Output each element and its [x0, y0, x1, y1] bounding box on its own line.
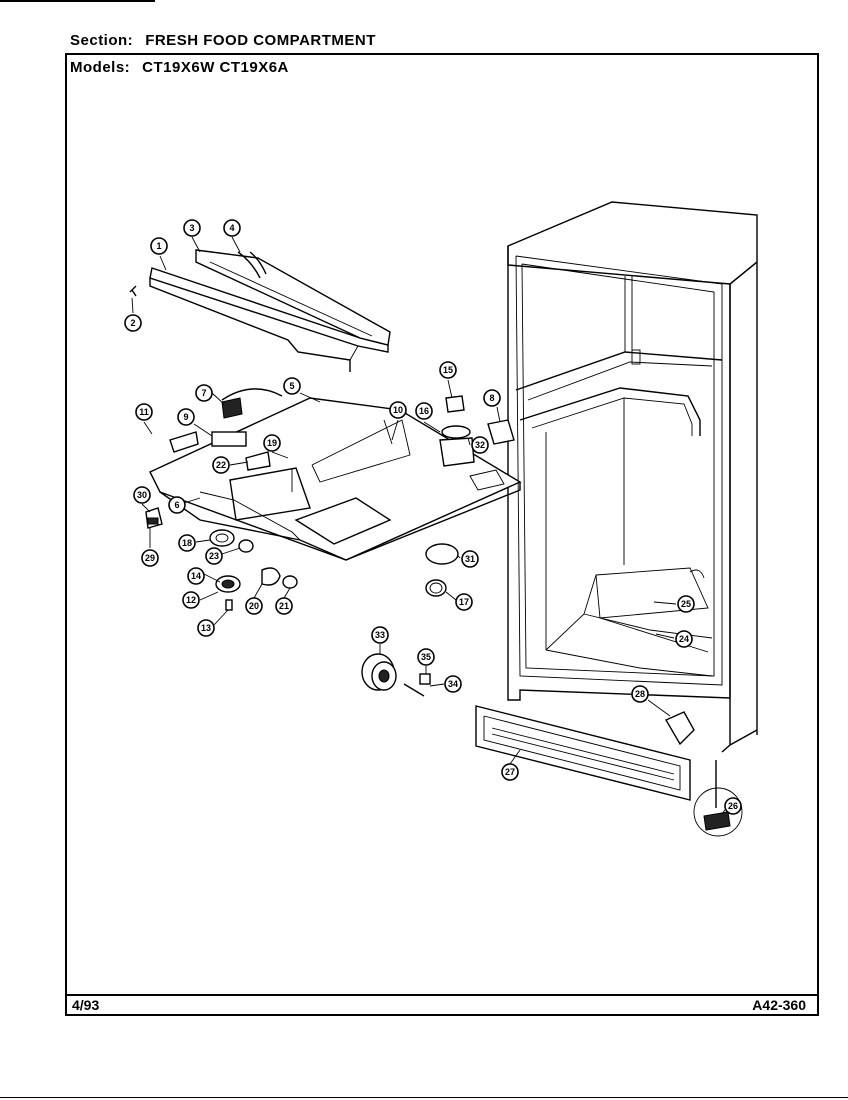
svg-text:6: 6 [174, 500, 179, 510]
callout-19: 19 [263, 434, 281, 452]
callout-16: 16 [415, 402, 433, 420]
callout-24: 24 [675, 630, 693, 648]
svg-text:33: 33 [375, 630, 385, 640]
callout-4: 4 [223, 219, 241, 237]
svg-text:18: 18 [182, 538, 192, 548]
leader-lines [131, 236, 729, 815]
svg-text:16: 16 [419, 406, 429, 416]
svg-text:26: 26 [728, 801, 738, 811]
svg-text:14: 14 [191, 571, 201, 581]
callout-27: 27 [501, 763, 519, 781]
callout-11: 11 [135, 403, 153, 421]
callout-14: 14 [187, 567, 205, 585]
svg-text:27: 27 [505, 767, 515, 777]
callout-20: 20 [245, 597, 263, 615]
callout-1: 1 [150, 237, 168, 255]
svg-text:29: 29 [145, 553, 155, 563]
callout-3: 3 [183, 219, 201, 237]
trim-strip [149, 249, 391, 372]
revision-date: 4/93 [72, 997, 100, 1013]
callout-8: 8 [483, 389, 501, 407]
svg-text:23: 23 [209, 551, 219, 561]
roller-parts [361, 653, 431, 697]
callout-26: 26 [724, 797, 742, 815]
svg-text:4: 4 [229, 223, 234, 233]
svg-text:32: 32 [475, 440, 485, 450]
callout-30: 30 [133, 486, 151, 504]
svg-text:13: 13 [201, 623, 211, 633]
callout-34: 34 [444, 675, 462, 693]
svg-text:2: 2 [130, 318, 135, 328]
callout-6: 6 [168, 496, 186, 514]
svg-text:11: 11 [139, 407, 149, 417]
svg-text:30: 30 [137, 490, 147, 500]
callout-31: 31 [461, 550, 479, 568]
svg-text:10: 10 [393, 405, 403, 415]
svg-text:31: 31 [465, 554, 475, 564]
callout-5: 5 [283, 377, 301, 395]
models-heading: Models: CT19X6W CT19X6A [70, 59, 289, 76]
svg-text:34: 34 [448, 679, 458, 689]
svg-text:35: 35 [421, 652, 431, 662]
svg-text:15: 15 [443, 365, 453, 375]
callout-10: 10 [389, 401, 407, 419]
diagram-frame [65, 53, 819, 1016]
svg-text:24: 24 [679, 634, 689, 644]
svg-text:1: 1 [156, 241, 161, 251]
callout-13: 13 [197, 619, 215, 637]
callout-9: 9 [177, 408, 195, 426]
callout-12: 12 [182, 591, 200, 609]
callout-28: 28 [631, 685, 649, 703]
bottom-rule [0, 1097, 848, 1098]
callout-23: 23 [205, 547, 223, 565]
leveling-leg [665, 711, 743, 837]
ceiling-panel [149, 388, 522, 561]
cabinet [507, 201, 758, 753]
svg-text:28: 28 [635, 689, 645, 699]
svg-text:8: 8 [489, 393, 494, 403]
callout-21: 21 [275, 597, 293, 615]
svg-text:5: 5 [289, 381, 294, 391]
diagram-code: A42-360 [752, 997, 806, 1013]
svg-text:19: 19 [267, 438, 277, 448]
grille [475, 705, 691, 801]
callout-33: 33 [371, 626, 389, 644]
callout-35: 35 [417, 648, 435, 666]
svg-text:22: 22 [216, 460, 226, 470]
models-label: Models: [70, 59, 131, 76]
models-value: CT19X6W CT19X6A [142, 59, 289, 76]
callout-25: 25 [677, 595, 695, 613]
callout-22: 22 [212, 456, 230, 474]
callout-18: 18 [178, 534, 196, 552]
svg-text:9: 9 [183, 412, 188, 422]
callout-17: 17 [455, 593, 473, 611]
svg-text:17: 17 [459, 597, 469, 607]
svg-text:7: 7 [201, 388, 206, 398]
callout-32: 32 [471, 436, 489, 454]
svg-text:25: 25 [681, 599, 691, 609]
callout-15: 15 [439, 361, 457, 379]
svg-text:21: 21 [279, 601, 289, 611]
section-heading: Section: FRESH FOOD COMPARTMENT [70, 32, 376, 49]
section-label: Section: [70, 32, 134, 49]
callout-29: 29 [141, 549, 159, 567]
svg-text:20: 20 [249, 601, 259, 611]
callout-7: 7 [195, 384, 213, 402]
svg-text:12: 12 [186, 595, 196, 605]
top-rule [0, 0, 155, 2]
section-value: FRESH FOOD COMPARTMENT [145, 32, 376, 49]
svg-text:3: 3 [189, 223, 194, 233]
light-socket-parts [129, 285, 459, 611]
callout-2: 2 [124, 314, 142, 332]
footer-divider [67, 994, 817, 996]
